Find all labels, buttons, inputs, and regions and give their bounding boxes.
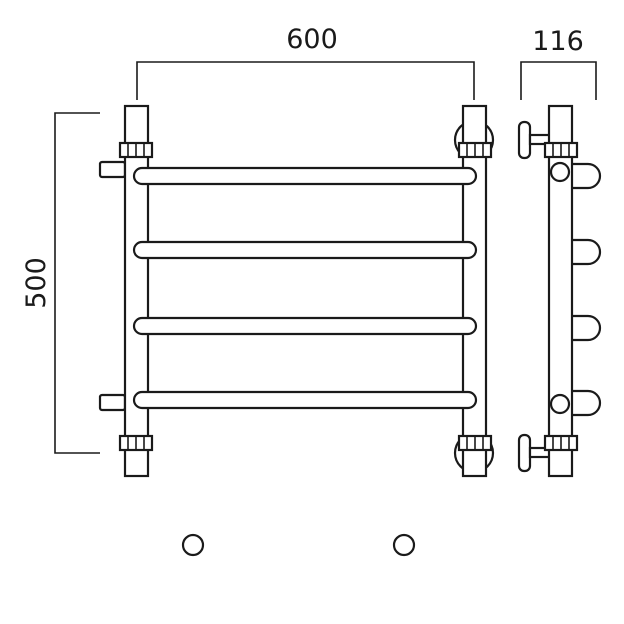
rail-4 [132, 390, 478, 410]
side-bracket-top-plate [517, 120, 532, 160]
inlet-pipe-bottom [98, 393, 127, 412]
fitting-right-bottom [457, 434, 493, 452]
top-view [181, 533, 416, 593]
height-label: 500 [21, 257, 52, 309]
side-inlet-top [549, 161, 571, 183]
fitting-left-bottom [118, 434, 154, 452]
width-dimension: 600 [136, 24, 475, 100]
top-view-rail-inner [185, 549, 409, 593]
rail-2 [132, 240, 478, 260]
side-fitting-bottom [543, 434, 579, 452]
top-view-collector-right [392, 533, 416, 557]
top-view-rail-outer [187, 551, 407, 591]
right-collector [461, 104, 488, 478]
side-bracket-bottom-plate [517, 433, 532, 473]
inlet-pipe-top [98, 160, 127, 179]
side-collector [547, 104, 574, 478]
depth-dimension-line [520, 61, 597, 100]
front-view [98, 104, 495, 478]
height-dimension: 500 [21, 112, 100, 454]
rail-1 [132, 166, 478, 186]
height-dimension-line [54, 112, 100, 454]
side-fitting-top [543, 141, 579, 159]
fitting-left-top [118, 141, 154, 159]
depth-dimension: 116 [520, 26, 597, 100]
side-bracket-bottom [517, 433, 552, 473]
depth-label: 116 [532, 26, 584, 57]
side-view [517, 104, 602, 478]
width-dimension-line [136, 61, 475, 100]
rail-3 [132, 316, 478, 336]
top-view-collector-left [181, 533, 205, 557]
width-label: 600 [286, 24, 338, 55]
side-inlet-bottom [549, 393, 571, 415]
left-collector [123, 104, 150, 478]
fitting-right-top [457, 141, 493, 159]
